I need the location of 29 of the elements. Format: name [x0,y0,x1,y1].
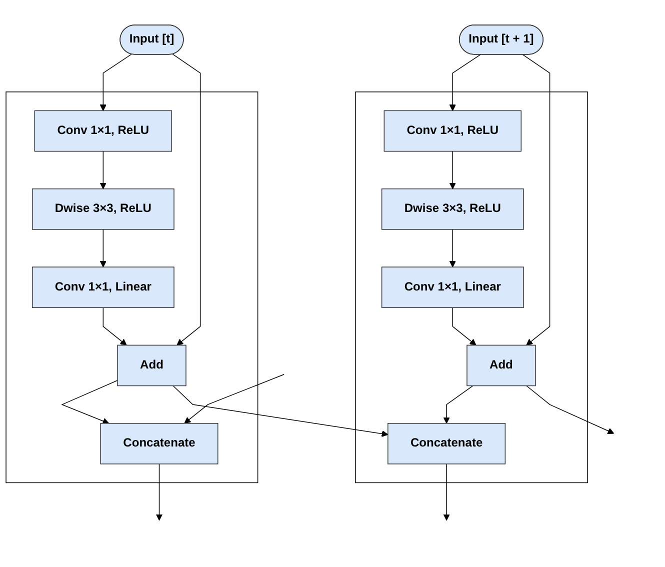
cluster [6,91,258,483]
arrow [184,374,284,424]
arrow [156,463,163,520]
arrow [522,54,550,346]
cluster [355,91,588,483]
arrow [100,228,106,267]
node-box: Conv 1×1, Linear [381,266,524,308]
arrow [100,150,106,189]
arrow [102,306,127,346]
arrow [449,150,456,189]
arrow [172,53,201,346]
node-box: Concatenate [100,422,218,464]
node-box: Add [117,344,186,386]
arrow [61,380,118,424]
node-box: Concatenate [388,422,506,464]
arrow [172,384,388,437]
arrow [452,306,476,346]
arrow [443,384,474,424]
node-box: Conv 1×1, Linear [32,266,174,308]
arrow [526,384,614,434]
arrow [100,53,132,111]
node-box: Conv 1×1, ReLU [34,110,172,152]
arrow [449,228,456,267]
node-box: Dwise 3×3, ReLU [32,188,174,230]
node-box: Dwise 3×3, ReLU [381,188,524,230]
arrow [443,463,450,520]
node-box: Conv 1×1, ReLU [384,110,522,152]
node-box: Add [466,344,536,386]
arrow [449,54,481,111]
